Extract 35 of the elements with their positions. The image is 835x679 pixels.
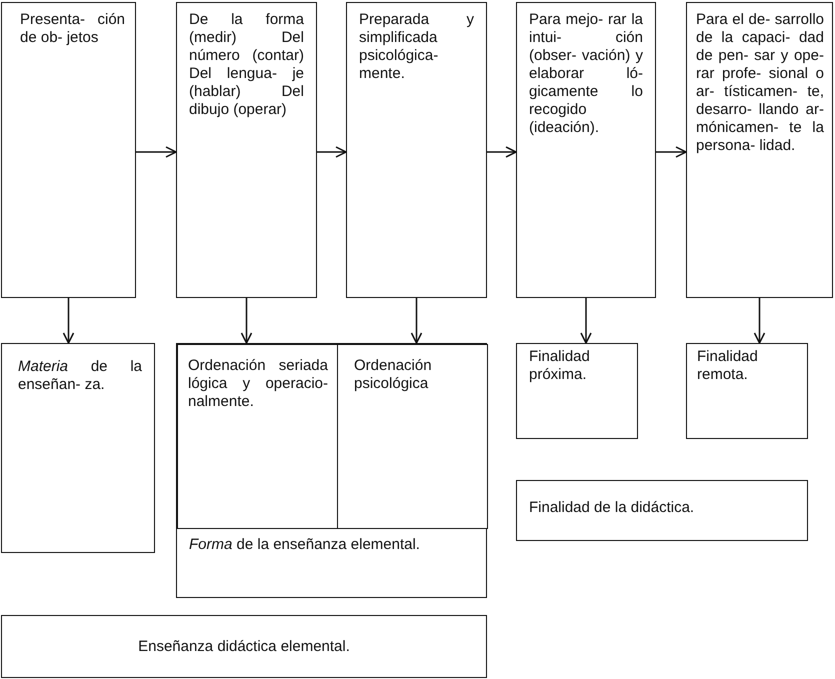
text-box	[1, 343, 155, 553]
text-box	[337, 344, 488, 529]
arrow	[656, 146, 687, 158]
text-box	[1, 2, 136, 298]
box-text: Ordenación psicológica	[354, 357, 433, 393]
text-box	[346, 2, 487, 298]
text-box	[1, 615, 487, 678]
text-box	[686, 343, 808, 439]
arrow	[580, 298, 592, 344]
box-text: De la forma (medir) Del número (contar) Del lengua- je (hablar) Del dibujo (operar)	[189, 11, 304, 119]
box-text: Preparada y simplificada psicológica- mente.	[359, 11, 474, 83]
text-box	[516, 343, 638, 439]
box-text: Presenta- ción de ob- jetos	[20, 11, 125, 47]
box-text: Ordenación seriada lógica y operacio- nalmente.	[188, 357, 328, 411]
box-text: Para el de- sarrollo de la capaci- dad de pen- sar y ope- rar profe- sional o ar- tísticamen- te, desarro- llando ar- mónicamen- te la persona- lidad.	[696, 11, 824, 155]
text-box	[516, 480, 808, 541]
text-box	[177, 344, 339, 529]
box-text: Finalidad próxima.	[529, 348, 591, 384]
box-text: Finalidad remota.	[697, 348, 759, 384]
text-box	[516, 2, 656, 298]
box-text: Forma de la enseñanza elemental.	[189, 536, 421, 554]
box-text: Para mejo- rar la intui- ción (obser- vación) y elaborar ló- gicamente lo recogido (ideación).	[529, 11, 643, 137]
arrow	[240, 298, 252, 344]
text-box	[686, 2, 833, 298]
arrow	[487, 146, 517, 158]
box-text: Finalidad de la didáctica.	[529, 499, 696, 517]
text-box	[176, 2, 317, 298]
arrow	[410, 298, 422, 344]
arrow	[317, 146, 347, 158]
arrow	[754, 298, 766, 344]
box-text: Enseñanza didáctica elemental.	[137, 638, 351, 656]
box-text: Materia de la enseñan- za.	[18, 358, 142, 394]
arrow	[62, 298, 74, 344]
text-box	[176, 343, 487, 598]
arrow	[136, 146, 177, 158]
